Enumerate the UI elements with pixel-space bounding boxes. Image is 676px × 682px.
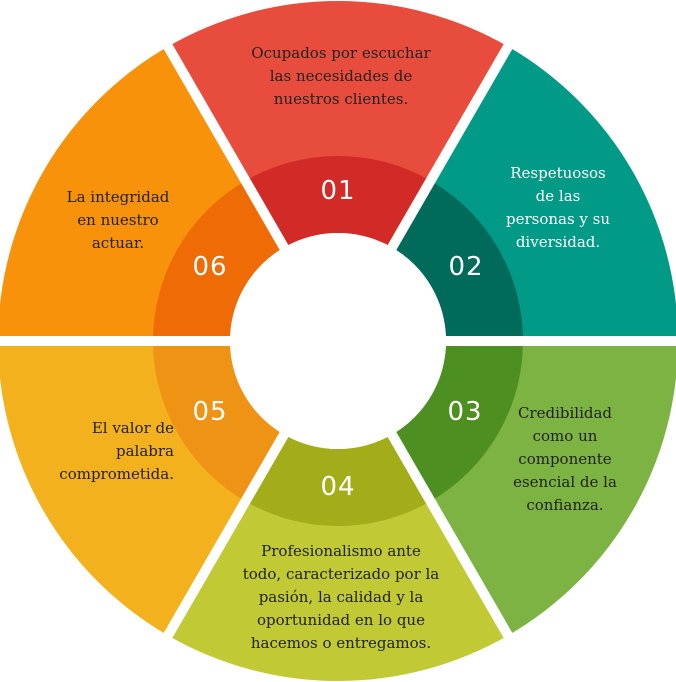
segment-02-text: Respetuosos de las personas y su diversi…: [505, 164, 611, 251]
segment-04-outer: [168, 496, 508, 681]
segment-01-number: 01: [320, 176, 356, 206]
segment-04-inner: [245, 434, 431, 526]
segment-04-text: Profesionalismo ante todo, caracterizado…: [242, 542, 440, 652]
segment-06-outer: [0, 46, 248, 341]
segment-03-outer: [428, 341, 676, 636]
segment-04-number: 04: [320, 472, 356, 502]
segment-01-inner: [245, 155, 431, 248]
segment-05-number: 05: [192, 397, 228, 427]
segment-03-number: 03: [447, 397, 483, 427]
segment-02-outer: [428, 46, 676, 341]
segment-06-inner: [153, 180, 284, 341]
segment-06-text: La integridad en nuestro actuar.: [66, 188, 170, 252]
segment-03-text: Credibilidad como un componente esencial…: [513, 404, 617, 514]
segment-02-inner: [392, 180, 523, 341]
segment-01-text: Ocupados por escuchar las necesidades de…: [251, 44, 431, 108]
segment-05-outer: [0, 341, 248, 636]
segment-03-inner: [392, 341, 523, 502]
segment-01-outer: [168, 0, 508, 186]
segment-05-inner: [153, 341, 284, 502]
segment-05-text: El valor de palabra comprometida.: [59, 419, 174, 483]
center-hole: [230, 233, 446, 449]
segment-02-number: 02: [448, 252, 484, 282]
segment-06-number: 06: [192, 252, 228, 282]
